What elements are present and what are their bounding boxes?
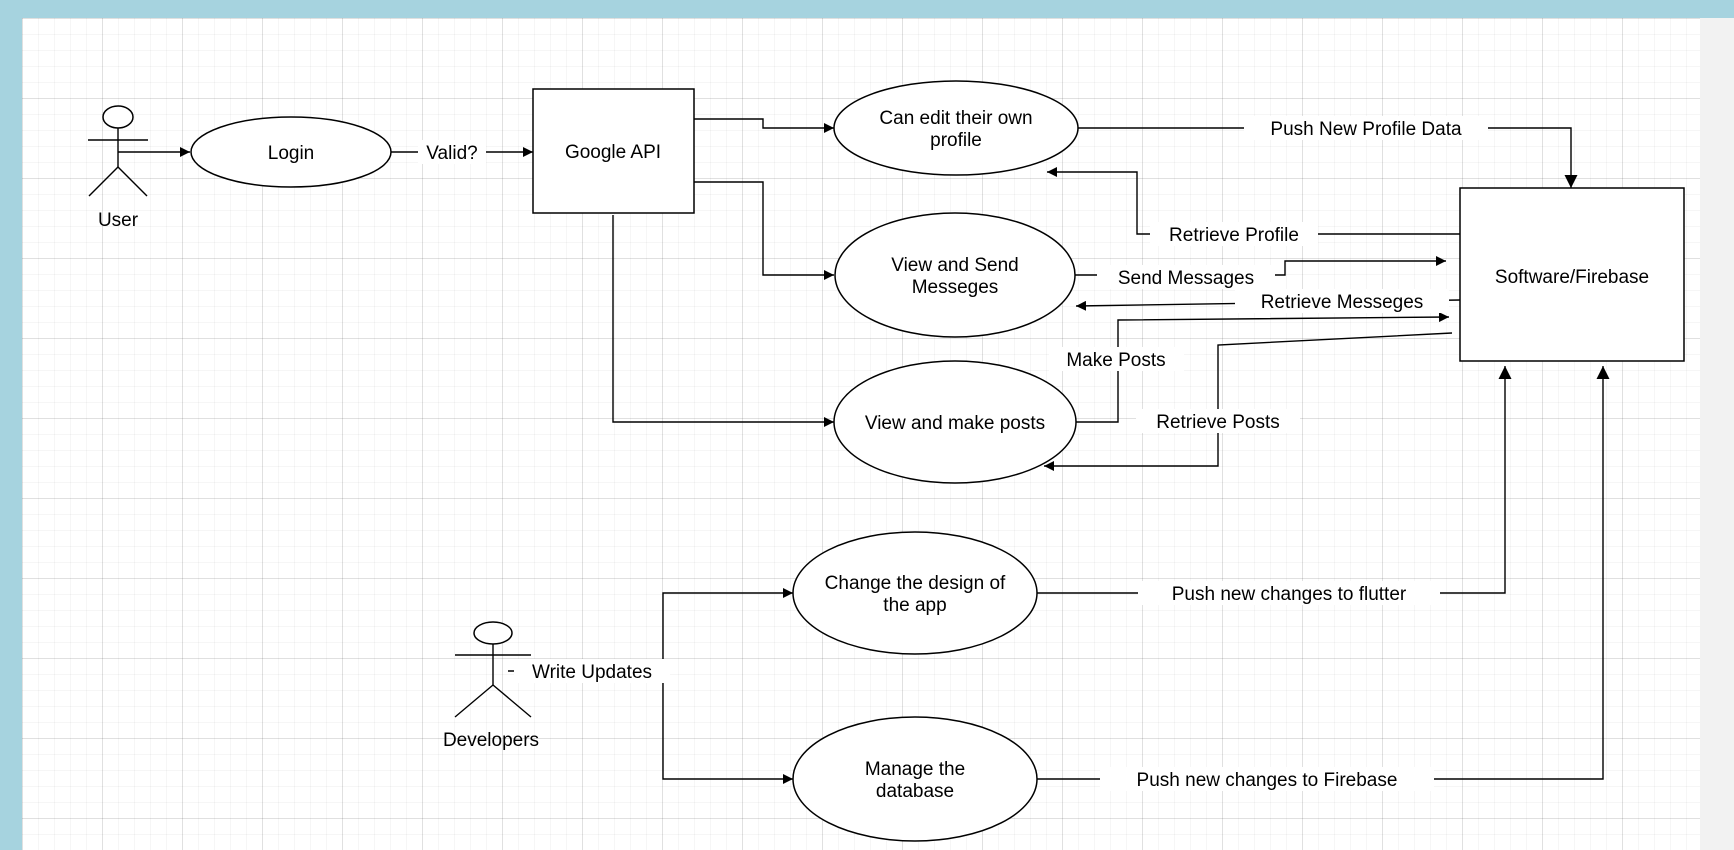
developers-actor-icon[interactable] <box>454 621 532 718</box>
edge-api-edit-profile[interactable] <box>694 118 834 133</box>
view-send-messages-label-line2: Messeges <box>912 277 999 298</box>
edit-profile-label-line2: profile <box>930 130 982 151</box>
edge-label-push-firebase: Push new changes to Firebase <box>1137 770 1398 791</box>
google-api-node[interactable]: Google API <box>532 88 695 214</box>
side-panel <box>1700 18 1734 850</box>
edge-label-retrieve-posts: Retrieve Posts <box>1156 412 1280 433</box>
change-design-label-line1: Change the design of <box>825 573 1006 594</box>
edge-to-manage-database[interactable] <box>662 671 793 784</box>
view-make-posts-node[interactable]: View and make posts <box>833 360 1077 484</box>
user-actor-label: User <box>98 210 139 231</box>
edge-label-push-profile: Push New Profile Data <box>1270 119 1462 140</box>
edge-label-valid: Valid? <box>426 143 477 164</box>
developers-actor-label: Developers <box>443 730 539 751</box>
edge-label-make-posts: Make Posts <box>1066 350 1165 371</box>
manage-database-label-line1: Manage the <box>865 759 965 780</box>
edge-retrieve-posts[interactable] <box>1044 332 1453 471</box>
view-send-messages-node[interactable]: View and Send Messeges <box>834 212 1076 338</box>
user-actor-icon[interactable] <box>88 105 148 197</box>
login-label: Login <box>268 143 315 164</box>
edge-push-firebase[interactable] <box>1037 366 1610 780</box>
view-send-messages-label-line1: View and Send <box>891 255 1018 276</box>
change-design-node[interactable]: Change the design of the app <box>792 531 1038 655</box>
edit-profile-node[interactable]: Can edit their own profile <box>833 80 1079 176</box>
view-make-posts-label: View and make posts <box>865 413 1045 434</box>
edge-push-flutter[interactable] <box>1037 366 1512 594</box>
software-firebase-label: Software/Firebase <box>1495 267 1649 288</box>
edge-api-messages[interactable] <box>694 181 834 280</box>
edge-to-change-design[interactable] <box>662 588 793 671</box>
google-api-label: Google API <box>565 142 661 163</box>
edge-label-retrieve-profile: Retrieve Profile <box>1169 225 1299 246</box>
edit-profile-label-line1: Can edit their own <box>879 108 1032 129</box>
edge-label-retrieve-messages: Retrieve Messeges <box>1261 292 1424 313</box>
edge-label-write-updates: Write Updates <box>532 662 652 683</box>
edge-push-profile[interactable] <box>1078 127 1578 188</box>
manage-database-label-line2: database <box>876 781 954 802</box>
edge-api-posts[interactable] <box>612 215 834 427</box>
manage-database-node[interactable]: Manage the database <box>792 716 1038 842</box>
software-firebase-node[interactable]: Software/Firebase <box>1459 187 1685 362</box>
login-node[interactable]: Login <box>190 116 392 188</box>
edge-label-send-messages: Send Messages <box>1118 268 1254 289</box>
edge-label-push-flutter: Push new changes to flutter <box>1172 584 1407 605</box>
change-design-label-line2: the app <box>883 595 946 616</box>
